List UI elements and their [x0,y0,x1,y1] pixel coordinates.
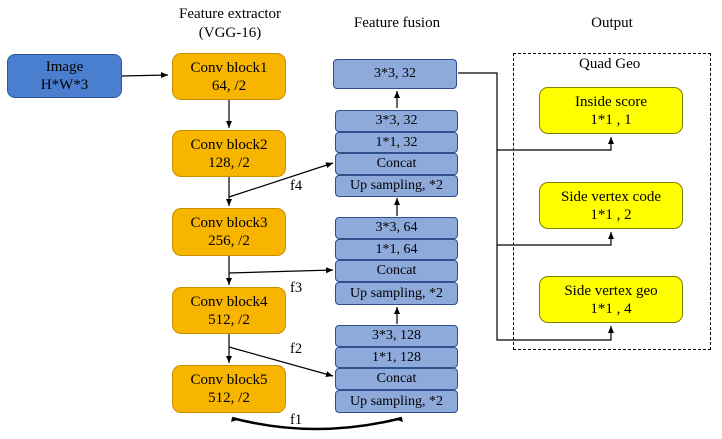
conv-block-2: Conv block2 128, /2 [172,130,286,177]
conv-block-1: Conv block1 64, /2 [172,53,286,100]
fusion-stage2-conv3x3: 3*3, 64 [335,217,458,239]
quad-geo-title: Quad Geo [579,56,641,72]
input-line2: H*W*3 [40,77,89,93]
quad-geo-group [513,53,711,350]
output-header: Output [591,15,633,31]
head-params: 1*1 , 4 [590,300,632,317]
conv-block-label: Conv block1 [190,59,268,76]
conv-block-label: Conv block5 [190,372,268,388]
conv-block-label: Conv block3 [190,215,268,231]
head-label: Side vertex geo [564,282,658,299]
conv-block-3: Conv block3 256, /2 [172,208,286,256]
head-side-vertex-geo: Side vertex geo 1*1 , 4 [539,276,683,323]
conv-block-label: Conv block2 [190,136,268,153]
line-to-side-vertex-code [497,232,614,246]
extractor-header-line1: Feature extractor [178,6,282,22]
fusion-stage3-concat: Concat [335,368,458,390]
fusion-stage1-conv3x3: 3*3, 32 [335,110,458,132]
input-line1: Image [45,59,84,75]
arrow-f3 [228,267,334,274]
line-to-inside-score [497,137,614,151]
skip-label-f1: f1 [290,412,303,428]
conv-block-5: Conv block5 512, /2 [172,365,286,413]
fusion-header: Feature fusion [353,15,441,31]
extractor-header: Feature extractor (VGG-16) [160,5,300,43]
skip-label-f4: f4 [290,178,303,194]
skip-label-f3: f3 [290,280,303,296]
conv-block-params: 128, /2 [208,154,250,171]
input-image-block: Image H*W*3 [7,54,122,98]
line-to-heads-trunk [458,72,614,341]
conv-block-label: Conv block4 [190,293,268,310]
conv-block-4: Conv block4 512, /2 [172,287,286,334]
conv-block-params: 512, /2 [208,390,250,406]
fusion-top-conv: 3*3, 32 [333,59,457,89]
fusion-stage1-conv1x1: 1*1, 32 [335,132,458,153]
arrow-image-to-conv1 [121,72,169,79]
skip-label-f2: f2 [290,341,303,357]
head-label: Side vertex code [561,188,661,205]
fusion-stage3-conv1x1: 1*1, 128 [335,347,458,368]
arrow-f1 [231,416,403,431]
head-side-vertex-code: Side vertex code 1*1 , 2 [539,182,683,229]
fusion-stage1-upsampling: Up sampling, *2 [335,175,458,197]
fusion-stage3-conv3x3: 3*3, 128 [335,325,458,347]
arrow-f2 [228,346,334,378]
head-inside-score: Inside score 1*1 , 1 [539,87,683,134]
conv-block-params: 512, /2 [208,311,250,328]
extractor-header-line2: (VGG-16) [198,25,262,41]
arrow-f4 [228,162,334,198]
head-params: 1*1 , 1 [590,111,632,128]
fusion-stage2-conv1x1: 1*1, 64 [335,239,458,260]
conv-block-params: 256, /2 [208,233,250,249]
head-label: Inside score [574,93,648,110]
fusion-stage1-concat: Concat [335,153,458,175]
fusion-stage2-upsampling: Up sampling, *2 [335,282,458,305]
fusion-stage3-upsampling: Up sampling, *2 [335,390,458,413]
fusion-stage2-concat: Concat [335,260,458,282]
head-params: 1*1 , 2 [590,206,632,223]
conv-block-params: 64, /2 [211,77,247,94]
